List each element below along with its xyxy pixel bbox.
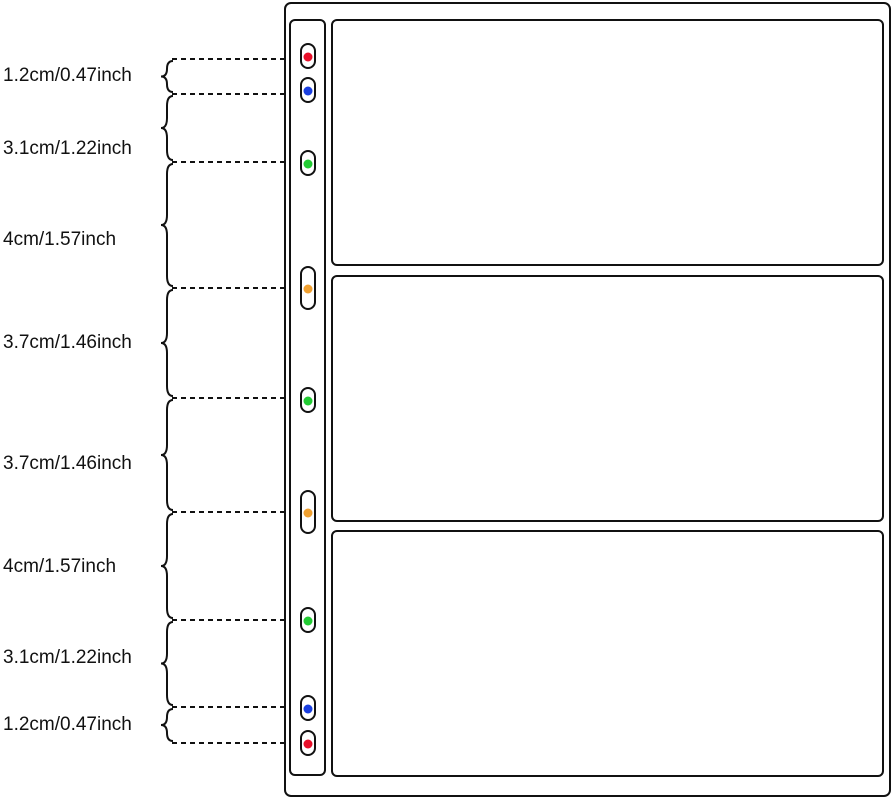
hole-1-dot (303, 52, 313, 62)
dimension-brace-6 (160, 513, 174, 619)
binder-holes-group (300, 43, 316, 756)
hole-4-dot (303, 284, 313, 294)
hole-5 (300, 387, 316, 413)
hole-3 (300, 150, 316, 176)
spacing-label-5: 3.7cm/1.46inch (3, 453, 132, 474)
hole-8 (300, 695, 316, 721)
hole-4 (300, 266, 316, 310)
pocket-3 (331, 530, 884, 777)
dimension-brace-7 (160, 621, 174, 706)
dimension-brace-2 (160, 95, 174, 161)
spacing-label-1: 1.2cm/0.47inch (3, 65, 132, 86)
dimension-leaders (172, 58, 288, 744)
hole-9-dot (303, 739, 313, 749)
spacing-label-3: 4cm/1.57inch (3, 229, 116, 250)
hole-3-dot (303, 159, 313, 169)
pocket-1 (331, 19, 884, 266)
hole-7 (300, 607, 316, 633)
hole-6 (300, 490, 316, 534)
hole-9 (300, 730, 316, 756)
spacing-label-7: 3.1cm/1.22inch (3, 647, 132, 668)
spacing-label-8: 1.2cm/0.47inch (3, 714, 132, 735)
hole-2 (300, 77, 316, 103)
dimension-brace-4 (160, 289, 174, 397)
spacing-label-6: 4cm/1.57inch (3, 556, 116, 577)
hole-8-dot (303, 704, 313, 714)
dimension-brace-5 (160, 399, 174, 511)
dimension-brace-8 (160, 708, 174, 742)
hole-7-dot (303, 616, 313, 626)
hole-6-dot (303, 508, 313, 518)
dimension-brace-3 (160, 163, 174, 287)
hole-5-dot (303, 396, 313, 406)
spacing-label-2: 3.1cm/1.22inch (3, 138, 132, 159)
spacing-label-4: 3.7cm/1.46inch (3, 332, 132, 353)
dimension-braces (160, 60, 174, 742)
pocket-2 (331, 275, 884, 522)
hole-2-dot (303, 86, 313, 96)
dimension-labels: 1.2cm/0.47inch 3.1cm/1.22inch 4cm/1.57in… (3, 65, 132, 735)
pockets-group (331, 19, 884, 777)
hole-1 (300, 43, 316, 69)
dimension-brace-1 (160, 60, 174, 93)
